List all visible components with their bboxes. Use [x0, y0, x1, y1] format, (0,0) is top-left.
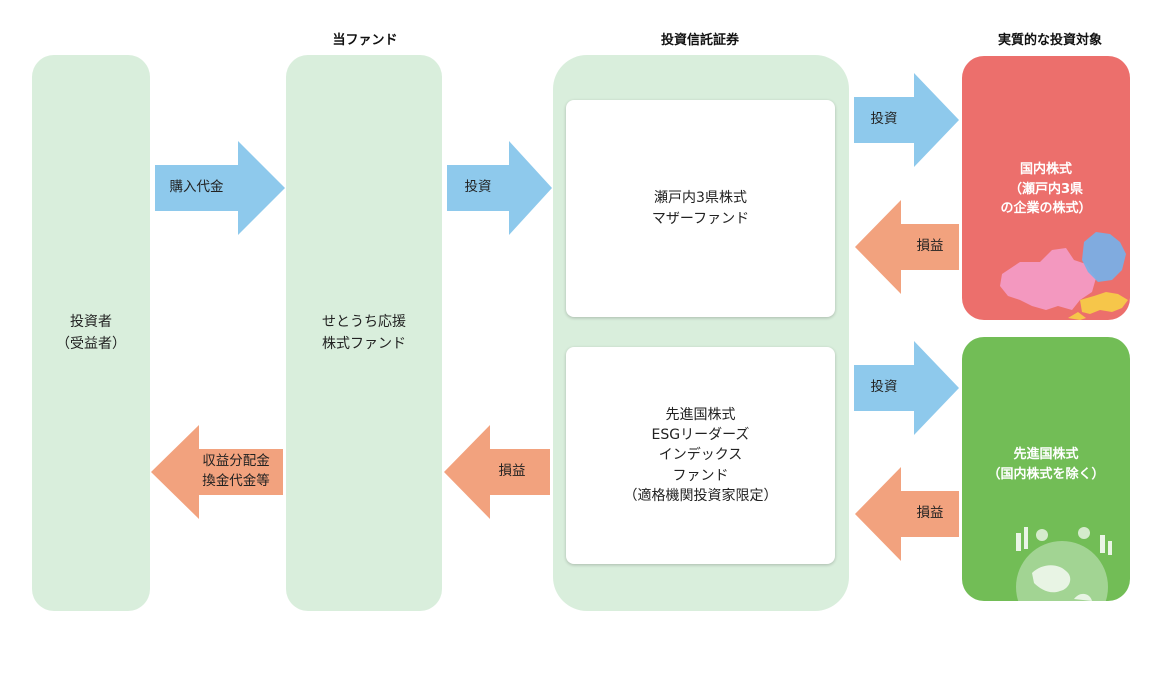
- invest-label-domestic: 投資: [870, 111, 898, 128]
- invest-arrow-developed: 投資: [854, 341, 959, 435]
- esg-fund-card: 先進国株式 ESGリーダーズ インデックス ファンド （適格機関投資家限定）: [566, 347, 835, 564]
- fund-label: せとうち応援 株式ファンド: [286, 55, 442, 611]
- developed-line2: （国内株式を除く）: [987, 466, 1105, 482]
- investor-column: [32, 55, 150, 611]
- profit-loss-label-fund: 損益: [498, 463, 526, 480]
- distribution-arrow: 収益分配金 換金代金等: [151, 425, 283, 519]
- investor-line1: 投資者: [70, 313, 112, 330]
- eco-globe-icon: [1016, 527, 1112, 601]
- investor-line2: （受益者）: [56, 336, 126, 352]
- invest-label-fund: 投資: [464, 179, 492, 196]
- fund-line2: 株式ファンド: [322, 336, 406, 352]
- profit-loss-arrow-fund: 損益: [444, 425, 550, 519]
- investor-label: 投資者 （受益者）: [32, 55, 150, 611]
- esg-fund-line4: ファンド: [672, 467, 729, 484]
- invest-label-developed: 投資: [870, 379, 898, 396]
- profit-loss-arrow-developed: 損益: [855, 467, 959, 561]
- header-target: 実質的な投資対象: [997, 33, 1102, 48]
- invest-arrow-fund: 投資: [447, 141, 552, 235]
- mother-fund-card: 瀬戸内3県株式 マザーファンド: [566, 100, 835, 317]
- developed-stocks-box: 先進国株式 （国内株式を除く）: [962, 337, 1130, 601]
- developed-line1: 先進国株式: [1013, 447, 1079, 462]
- domestic-line2: （瀬戸内3県: [1008, 181, 1084, 197]
- domestic-line1: 国内株式: [1019, 162, 1072, 177]
- purchase-label: 購入代金: [169, 179, 224, 196]
- invest-arrow-domestic: 投資: [854, 73, 959, 167]
- esg-fund-line3: インデックス: [658, 447, 743, 464]
- profit-loss-label-domestic: 損益: [916, 238, 944, 255]
- domestic-stocks-box: 国内株式 （瀬戸内3県 の企業の株式）: [962, 56, 1130, 320]
- setouchi-map-icon: [1000, 232, 1128, 320]
- profit-loss-arrow-domestic: 損益: [855, 200, 959, 294]
- distribution-line1: 収益分配金: [202, 453, 270, 470]
- esg-fund-line5: （適格機関投資家限定）: [623, 487, 778, 504]
- distribution-line2: 換金代金等: [202, 473, 270, 489]
- fund-column: [286, 55, 442, 611]
- esg-fund-line2: ESGリーダーズ: [651, 427, 750, 444]
- purchase-arrow: 購入代金: [155, 141, 285, 235]
- profit-loss-label-developed: 損益: [916, 505, 944, 522]
- fund-line1: せとうち応援: [322, 313, 406, 330]
- esg-fund-line1: 先進国株式: [665, 406, 736, 423]
- header-fund: 当ファンド: [332, 33, 398, 48]
- domestic-line3: の企業の株式）: [1000, 201, 1092, 216]
- mother-fund-line1: 瀬戸内3県株式: [654, 190, 747, 207]
- mother-fund-line2: マザーファンド: [651, 210, 750, 227]
- header-trust: 投資信託証券: [660, 33, 739, 48]
- distribution-label: 収益分配金 換金代金等: [189, 449, 283, 495]
